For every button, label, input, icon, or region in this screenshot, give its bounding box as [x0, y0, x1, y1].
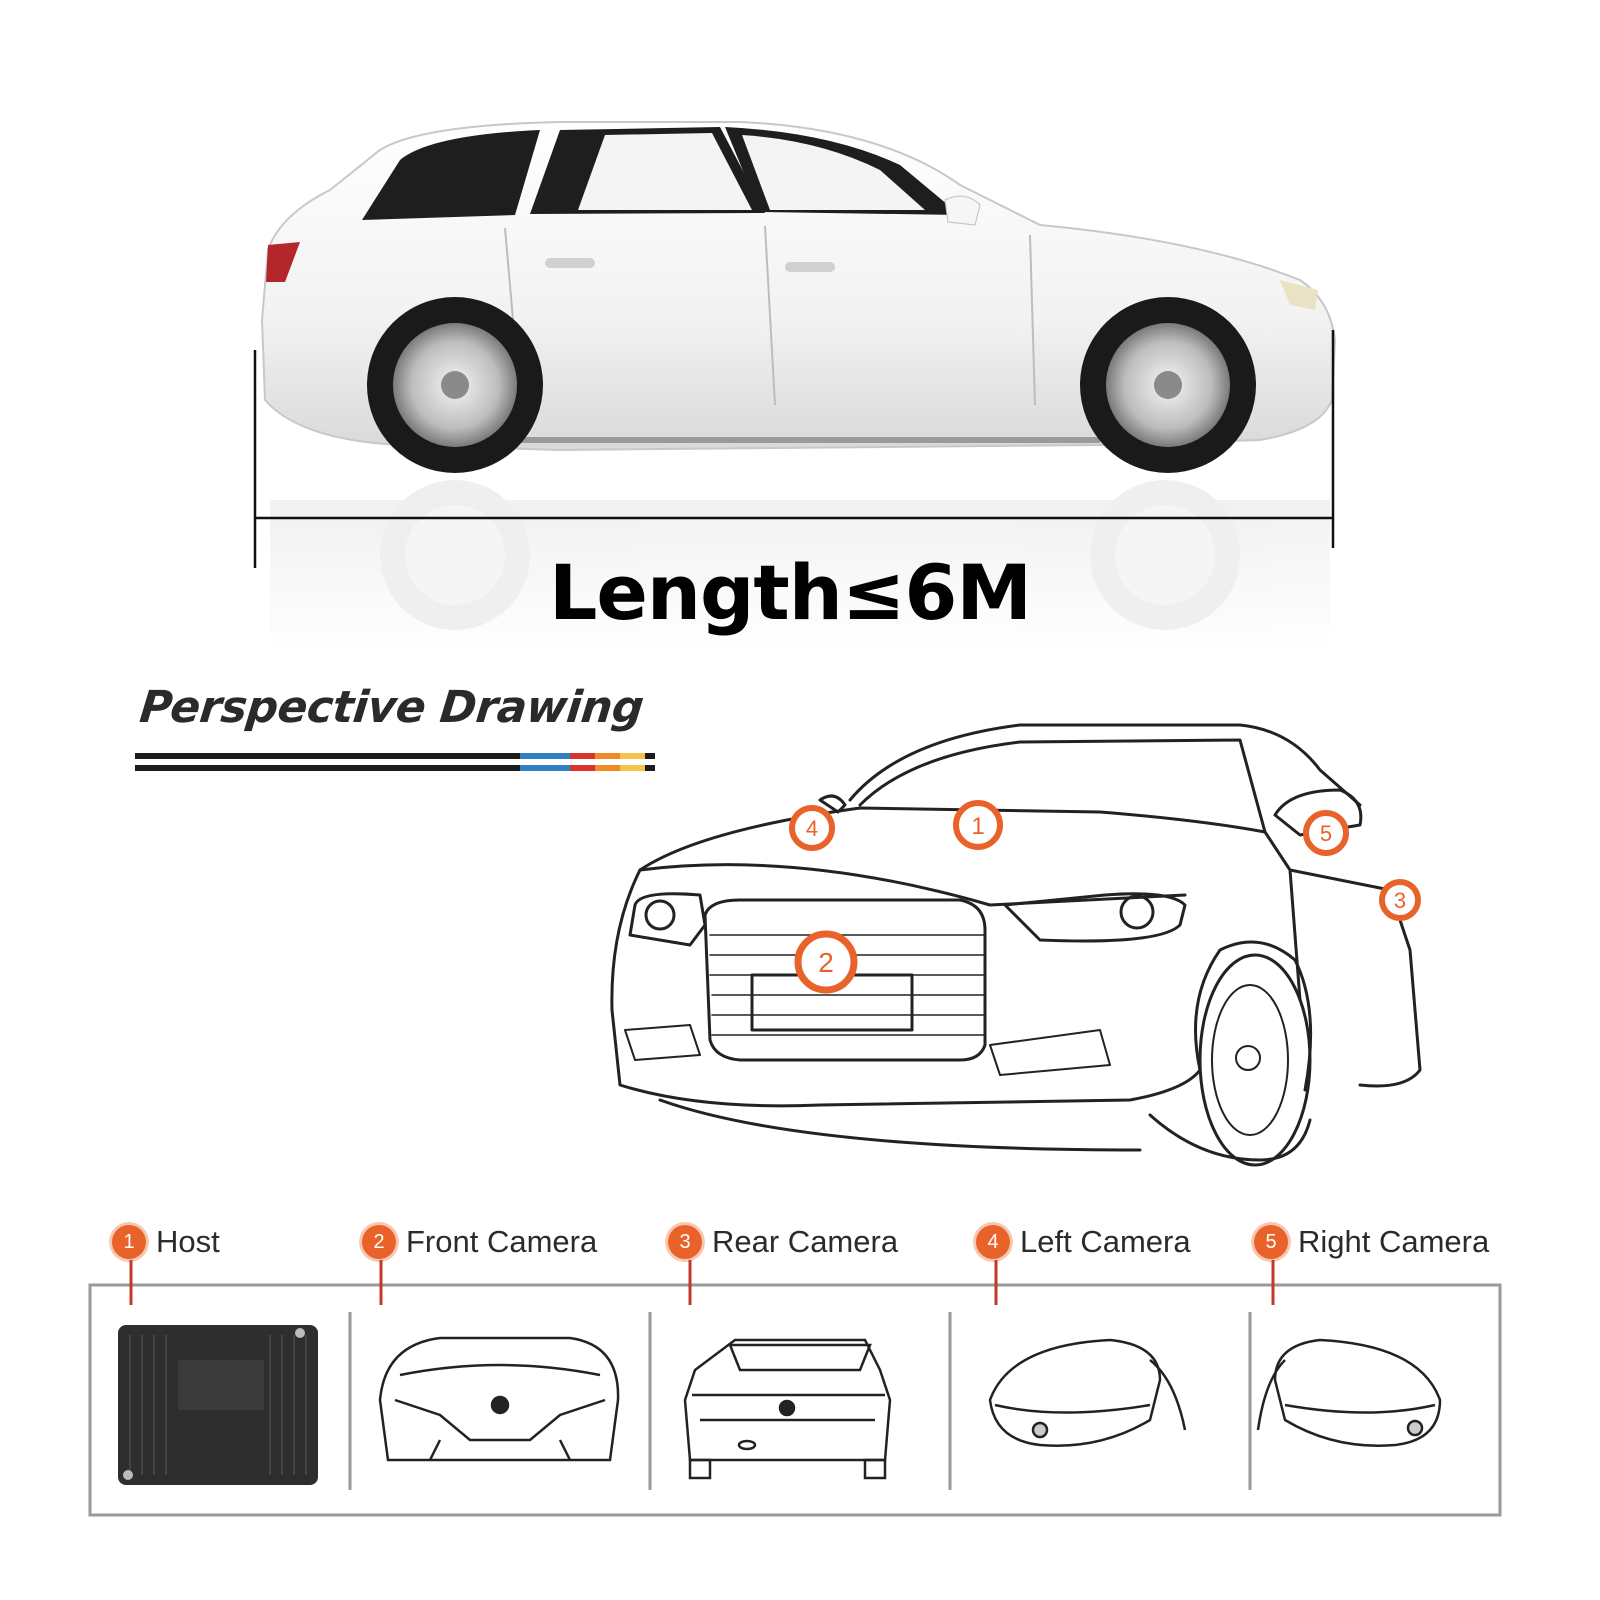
parts-panel	[88, 1260, 1502, 1517]
legend-number: 1	[112, 1225, 146, 1259]
section-title: Perspective Drawing	[137, 682, 646, 733]
legend-item-host: 1 Host	[112, 1222, 220, 1262]
legend-item-front-camera: 2 Front Camera	[362, 1222, 597, 1262]
parts-dividers	[348, 1312, 1252, 1490]
legend-number: 2	[362, 1225, 396, 1259]
front-camera-car-image	[378, 1336, 620, 1462]
legend-label: Host	[156, 1224, 220, 1259]
legend-label: Right Camera	[1298, 1224, 1490, 1259]
callout-label-5: 5	[1320, 821, 1332, 846]
title-underline-stripes	[135, 753, 655, 771]
length-dimension-line	[253, 330, 1335, 568]
legend-label: Front Camera	[406, 1224, 598, 1259]
car-side-view-illustration	[253, 121, 1337, 650]
parts-frame	[88, 1283, 1502, 1517]
callout-marker-5: 5	[1303, 810, 1349, 856]
left-camera-mirror-image	[988, 1338, 1187, 1447]
callout-label-3: 3	[1394, 888, 1406, 913]
right-camera-mirror-image	[1256, 1338, 1442, 1447]
legend-number: 3	[668, 1225, 702, 1259]
legend-label: Rear Camera	[712, 1224, 899, 1259]
callout-label-1: 1	[971, 813, 984, 840]
callout-marker-1: 1	[953, 800, 1003, 850]
legend-item-right-camera: 5 Right Camera	[1254, 1222, 1489, 1262]
car-reflection	[270, 480, 1330, 650]
legend-label: Left Camera	[1020, 1224, 1191, 1259]
callout-label-2: 2	[818, 947, 834, 978]
car-perspective-line-drawing: 1 2 3 4 5	[610, 723, 1422, 1167]
legend-item-left-camera: 4 Left Camera	[976, 1222, 1191, 1262]
callout-marker-2: 2	[794, 930, 858, 994]
length-label: Length≤6M	[548, 548, 1032, 637]
legend-leader-lines	[129, 1260, 1275, 1305]
callout-marker-3: 3	[1379, 879, 1421, 921]
callout-label-4: 4	[806, 816, 818, 841]
legend-number: 5	[1254, 1225, 1288, 1259]
legend-item-rear-camera: 3 Rear Camera	[668, 1222, 898, 1262]
car-outline	[610, 723, 1422, 1167]
host-unit-image	[118, 1325, 318, 1485]
rear-camera-car-image	[683, 1338, 892, 1480]
rear-wheel	[367, 297, 543, 473]
front-wheel	[1080, 297, 1256, 473]
legend-number: 4	[976, 1225, 1010, 1259]
callout-marker-4: 4	[789, 805, 835, 851]
